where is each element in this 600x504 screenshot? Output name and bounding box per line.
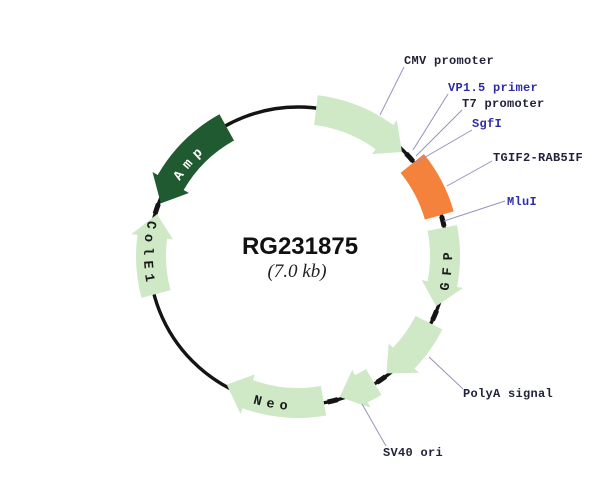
polya-signal-label-leader-line	[428, 356, 464, 390]
site-tick	[375, 374, 388, 385]
site-tick	[327, 397, 339, 405]
mlui-label-leader-line	[443, 200, 506, 222]
gfp-band-label: GFP	[438, 245, 457, 293]
polya-signal-band	[386, 315, 443, 374]
vp15-primer-label: VP1.5 primer	[448, 81, 538, 95]
sv40-ori-band	[339, 369, 382, 408]
tgif2-rab5if-label: TGIF2-RAB5IF	[493, 151, 583, 165]
site-tick	[404, 151, 415, 163]
sgfi-label-leader-line	[414, 129, 473, 164]
tgif2-rab5if-label-leader-line	[446, 160, 493, 187]
sgfi-label: SgfI	[472, 117, 502, 131]
gfp-band	[421, 225, 463, 307]
site-tick	[152, 202, 161, 215]
neo-band-label: Neo	[251, 394, 293, 415]
cmv-promoter-label: CMV promoter	[404, 54, 494, 68]
cole1-band-label: ColE1	[139, 219, 158, 288]
vp15-primer-label-leader-line	[412, 93, 449, 151]
sv40-ori-label-leader-line	[361, 403, 387, 447]
plasmid-title: RG231875	[242, 233, 358, 260]
tgif2-rab5if-band	[400, 154, 454, 220]
sv40-ori-label: SV40 ori	[383, 446, 443, 460]
site-tick	[430, 309, 439, 322]
cmv-promoter-band	[314, 95, 402, 155]
t7-promoter-label: T7 promoter	[462, 97, 545, 111]
cole1-band	[131, 214, 174, 298]
site-tick	[439, 215, 447, 227]
polya-signal-label: PolyA signal	[463, 387, 553, 401]
plasmid-size: (7.0 kb)	[267, 261, 326, 282]
neo-band	[226, 374, 327, 419]
t7-promoter-label-leader-line	[415, 109, 463, 157]
mlui-label: MluI	[507, 195, 537, 209]
amp-band	[152, 114, 235, 204]
cmv-promoter-label-leader-line	[379, 66, 405, 116]
